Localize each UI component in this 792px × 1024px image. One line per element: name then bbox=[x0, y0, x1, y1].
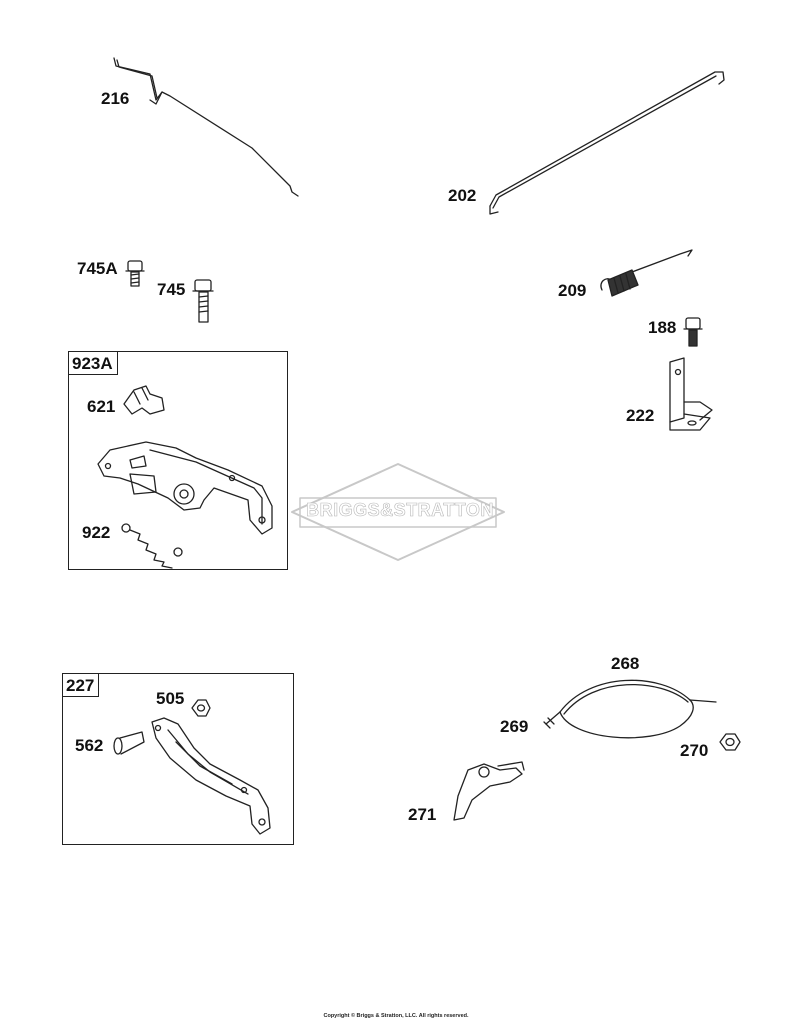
clip-621 bbox=[123, 385, 165, 415]
part-label-271[interactable]: 271 bbox=[408, 805, 437, 824]
part-label-216[interactable]: 216 bbox=[101, 89, 130, 108]
part-label-268[interactable]: 268 bbox=[611, 654, 640, 673]
screw-745a bbox=[125, 260, 145, 287]
governor-link-216 bbox=[113, 57, 299, 197]
kit-227-box: 227 bbox=[62, 673, 294, 845]
kit-227-tag: 227 bbox=[63, 674, 100, 697]
spring-922 bbox=[121, 523, 183, 569]
part-label-922[interactable]: 922 bbox=[82, 523, 111, 542]
part-label-270[interactable]: 270 bbox=[680, 741, 709, 760]
throttle-link-rod-202 bbox=[489, 71, 725, 215]
cable-end-269 bbox=[543, 711, 561, 729]
brand-logo-outline bbox=[291, 463, 505, 561]
part-label-188[interactable]: 188 bbox=[648, 318, 677, 337]
kit-923a-box: 923A bbox=[68, 351, 288, 570]
nut-270 bbox=[719, 733, 741, 751]
watermark-text: BRIGGS&STRATTON bbox=[306, 500, 494, 521]
part-label-505[interactable]: 505 bbox=[156, 689, 185, 708]
kit-923a-tag: 923A bbox=[69, 352, 118, 375]
screw-745 bbox=[192, 279, 214, 323]
part-label-745a[interactable]: 745A bbox=[77, 259, 118, 278]
bolt-188 bbox=[683, 317, 703, 347]
nut-505 bbox=[191, 699, 211, 717]
governor-spring-209 bbox=[600, 249, 693, 297]
part-label-621[interactable]: 621 bbox=[87, 397, 116, 416]
part-label-745[interactable]: 745 bbox=[157, 280, 186, 299]
control-lever bbox=[151, 717, 271, 835]
part-label-202[interactable]: 202 bbox=[448, 186, 477, 205]
part-label-222[interactable]: 222 bbox=[626, 406, 655, 425]
cable-bracket-271 bbox=[453, 761, 525, 821]
part-label-209[interactable]: 209 bbox=[558, 281, 587, 300]
bracket-222 bbox=[669, 357, 713, 431]
copyright-notice: Copyright © Briggs & Stratton, LLC. All … bbox=[323, 1013, 469, 1019]
part-label-269[interactable]: 269 bbox=[500, 717, 529, 736]
cable-268 bbox=[559, 679, 717, 739]
part-label-562[interactable]: 562 bbox=[75, 736, 104, 755]
pin-562 bbox=[113, 731, 145, 755]
control-bracket bbox=[97, 441, 273, 535]
